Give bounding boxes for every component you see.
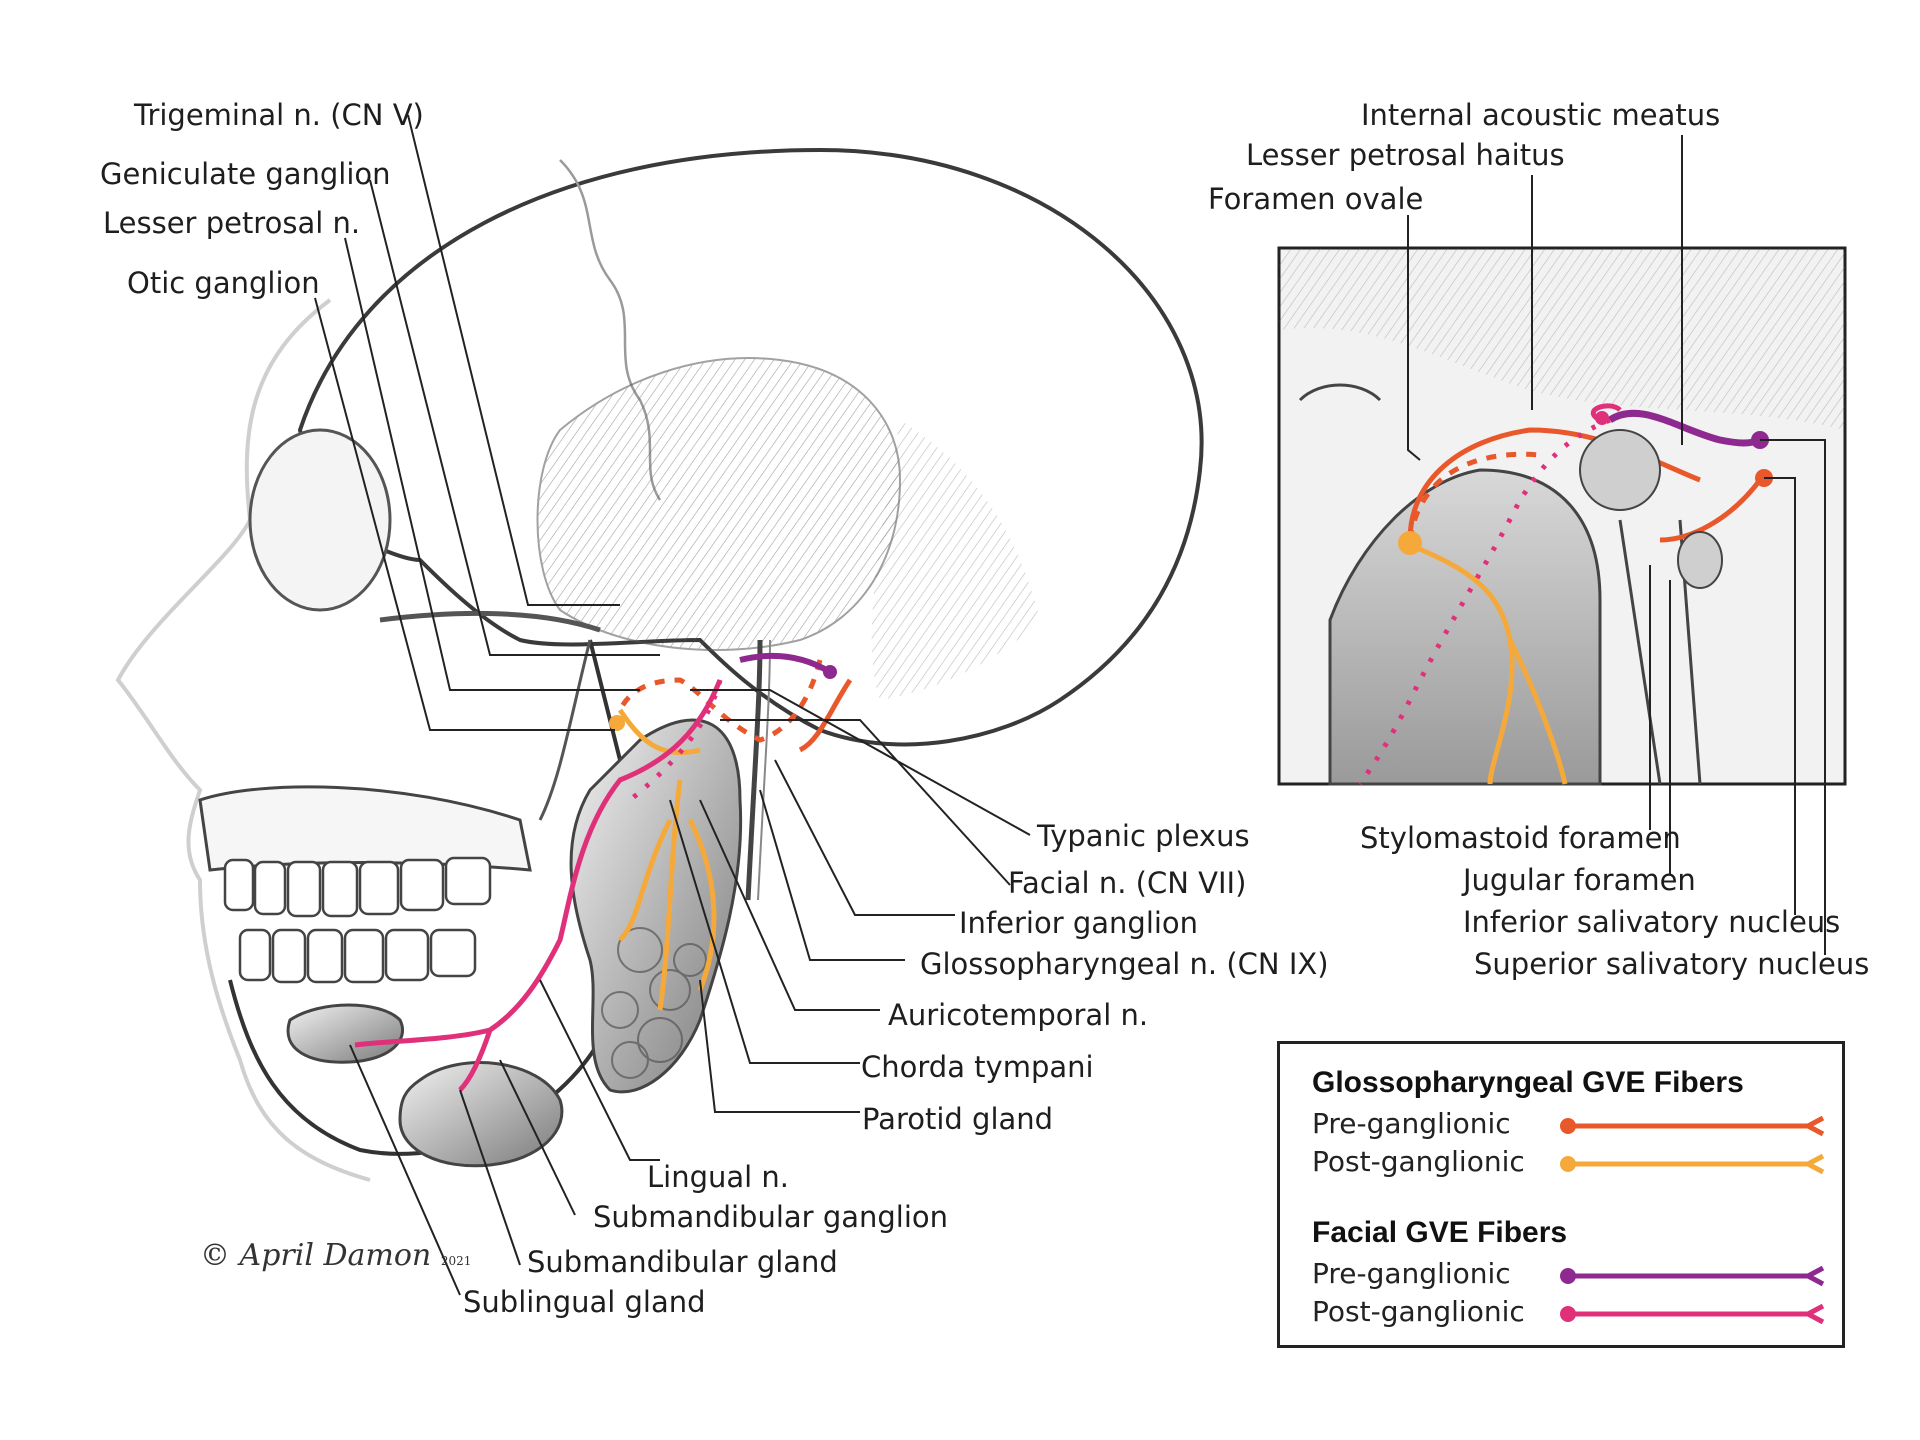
label-inferior-ganglion: Inferior ganglion	[959, 906, 1199, 940]
label-submandibular-ganglion: Submandibular ganglion	[593, 1200, 949, 1234]
label-jugular-foramen: Jugular foramen	[1463, 863, 1696, 897]
label-parotid-gland: Parotid gland	[862, 1102, 1054, 1136]
legend-facial-post-label: Post-ganglionic	[1312, 1295, 1525, 1328]
legend: Glossopharyngeal GVE Fibers Pre-ganglion…	[1277, 1041, 1845, 1348]
label-glossopharyngeal-nerve: Glossopharyngeal n. (CN IX)	[920, 947, 1329, 981]
temporal-region	[536, 357, 902, 651]
legend-glosso-post-label: Post-ganglionic	[1312, 1145, 1525, 1178]
label-otic-ganglion: Otic ganglion	[127, 266, 320, 300]
label-chorda-tympani: Chorda tympani	[861, 1050, 1094, 1084]
face-outline	[115, 298, 371, 1182]
glosso-pre-solid-main	[798, 678, 853, 753]
legend-glosso-post-line	[1560, 1154, 1825, 1174]
label-lesser-petrosal-hiatus: Lesser petrosal haitus	[1246, 138, 1565, 172]
submandibular-gland-shape	[398, 1061, 564, 1168]
leader-lines-main	[314, 114, 1031, 1296]
glands	[286, 718, 743, 1168]
lower-teeth	[238, 928, 477, 984]
leader-lines-inset	[1407, 135, 1826, 955]
legend-glosso-title: Glossopharyngeal GVE Fibers	[1312, 1066, 1744, 1099]
label-facial-nerve: Facial n. (CN VII)	[1008, 866, 1247, 900]
legend-facial-pre-line	[1560, 1266, 1825, 1286]
label-superior-salivatory-nucleus: Superior salivatory nucleus	[1474, 947, 1870, 981]
label-foramen-ovale: Foramen ovale	[1208, 182, 1424, 216]
legend-facial-post-line	[1560, 1304, 1825, 1324]
label-stylomastoid-foramen: Stylomastoid foramen	[1360, 821, 1681, 855]
label-auriculotemporal-nerve: Auricotemporal n.	[888, 998, 1149, 1032]
label-lingual-nerve: Lingual n.	[647, 1160, 790, 1194]
label-lesser-petrosal-nerve: Lesser petrosal n.	[103, 206, 361, 240]
sublingual-gland-shape	[286, 1003, 404, 1064]
upper-teeth	[223, 856, 492, 918]
nerve-paths	[354, 652, 853, 1092]
orbit	[248, 428, 392, 612]
legend-glosso-pre-line	[1560, 1116, 1825, 1136]
signature-name: April Damon	[239, 1238, 432, 1273]
inset-glosso-post	[1409, 542, 1568, 785]
artist-signature: © April Damon 2021	[200, 1238, 471, 1273]
label-tympanic-plexus: Typanic plexus	[1037, 819, 1250, 853]
label-sublingual-gland: Sublingual gland	[463, 1285, 706, 1319]
facial-pre-path-main	[739, 652, 832, 675]
label-geniculate-ganglion: Geniculate ganglion	[100, 157, 391, 191]
glosso-post-path-main	[617, 708, 717, 1011]
parotid-gland-shape	[569, 718, 743, 1094]
label-internal-acoustic-meatus: Internal acoustic meatus	[1361, 98, 1721, 132]
label-submandibular-gland: Submandibular gland	[527, 1245, 838, 1279]
inset-bone	[1328, 468, 1602, 786]
facial-post-path-main	[354, 679, 723, 1092]
inset-facial-pre	[1608, 409, 1762, 447]
legend-glosso-pre-label: Pre-ganglionic	[1312, 1107, 1511, 1140]
legend-facial-pre-label: Pre-ganglionic	[1312, 1257, 1511, 1290]
copyright-symbol: ©	[200, 1238, 230, 1273]
inset-panel	[1277, 135, 1847, 955]
label-trigeminal-nerve: Trigeminal n. (CN V)	[134, 98, 424, 132]
label-inferior-salivatory-nucleus: Inferior salivatory nucleus	[1463, 905, 1841, 939]
signature-year: 2021	[440, 1254, 472, 1268]
legend-facial-title: Facial GVE Fibers	[1312, 1216, 1568, 1249]
